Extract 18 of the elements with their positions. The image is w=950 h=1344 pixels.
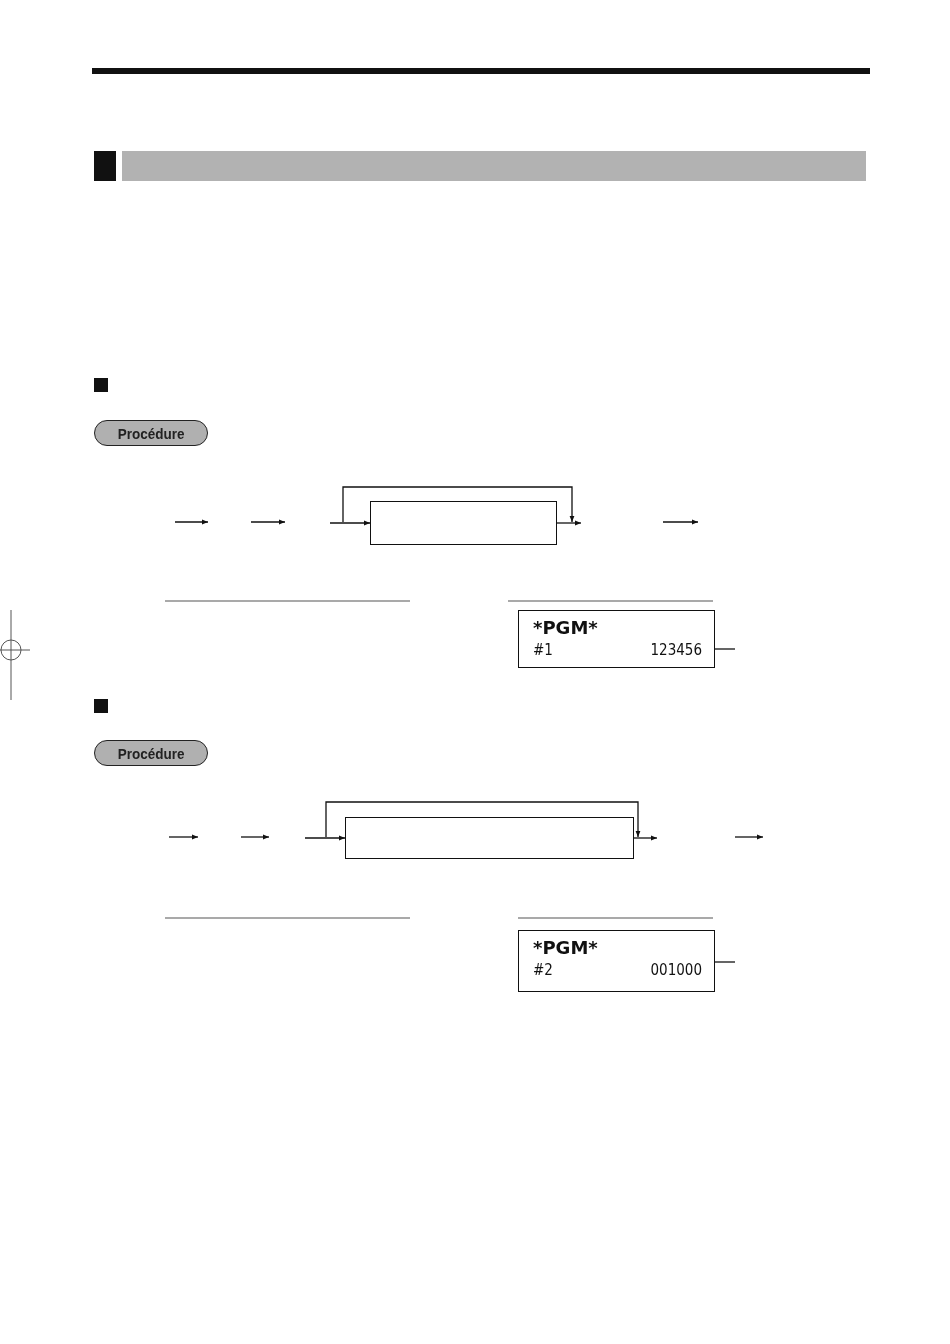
arrow bbox=[633, 835, 658, 841]
receipt-line-number: #2 bbox=[533, 961, 553, 979]
input-box bbox=[370, 501, 557, 545]
procedure-badge: Procédure bbox=[94, 740, 208, 766]
leader-line bbox=[714, 961, 736, 963]
receipt-header: *PGM* bbox=[533, 937, 598, 958]
receipt-value: 001000 bbox=[650, 961, 702, 979]
input-box bbox=[345, 817, 634, 859]
arrow bbox=[556, 520, 582, 526]
leader-line bbox=[714, 648, 736, 650]
receipt-value: 123456 bbox=[650, 641, 702, 659]
receipt-printout bbox=[518, 610, 715, 668]
receipt-header: *PGM* bbox=[533, 617, 598, 638]
procedure-badge: Procédure bbox=[94, 420, 208, 446]
receipt-printout bbox=[518, 930, 715, 992]
arrow bbox=[304, 835, 346, 841]
arrow bbox=[329, 520, 371, 526]
receipt-line-number: #1 bbox=[533, 641, 553, 659]
